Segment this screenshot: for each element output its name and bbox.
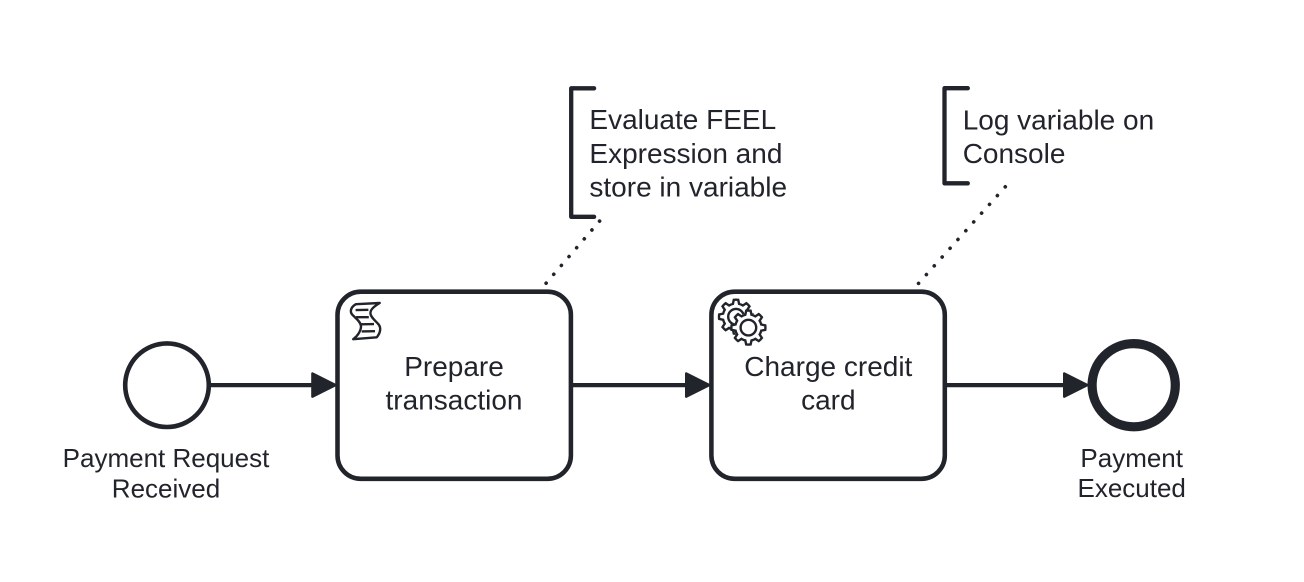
svg-text:Prepare: Prepare — [404, 351, 504, 382]
svg-text:Evaluate FEEL: Evaluate FEEL — [589, 104, 776, 135]
svg-text:Charge credit: Charge credit — [744, 351, 912, 382]
svg-text:card: card — [801, 384, 855, 415]
svg-text:Expression and: Expression and — [589, 138, 782, 169]
svg-text:Console: Console — [963, 138, 1066, 169]
svg-text:Received: Received — [112, 473, 220, 503]
svg-text:Executed: Executed — [1077, 473, 1185, 503]
svg-text:Payment: Payment — [1080, 443, 1183, 473]
svg-text:Log variable on: Log variable on — [963, 105, 1154, 136]
svg-text:transaction: transaction — [386, 384, 523, 415]
svg-text:Payment Request: Payment Request — [63, 443, 270, 473]
svg-text:store in variable: store in variable — [589, 171, 787, 202]
